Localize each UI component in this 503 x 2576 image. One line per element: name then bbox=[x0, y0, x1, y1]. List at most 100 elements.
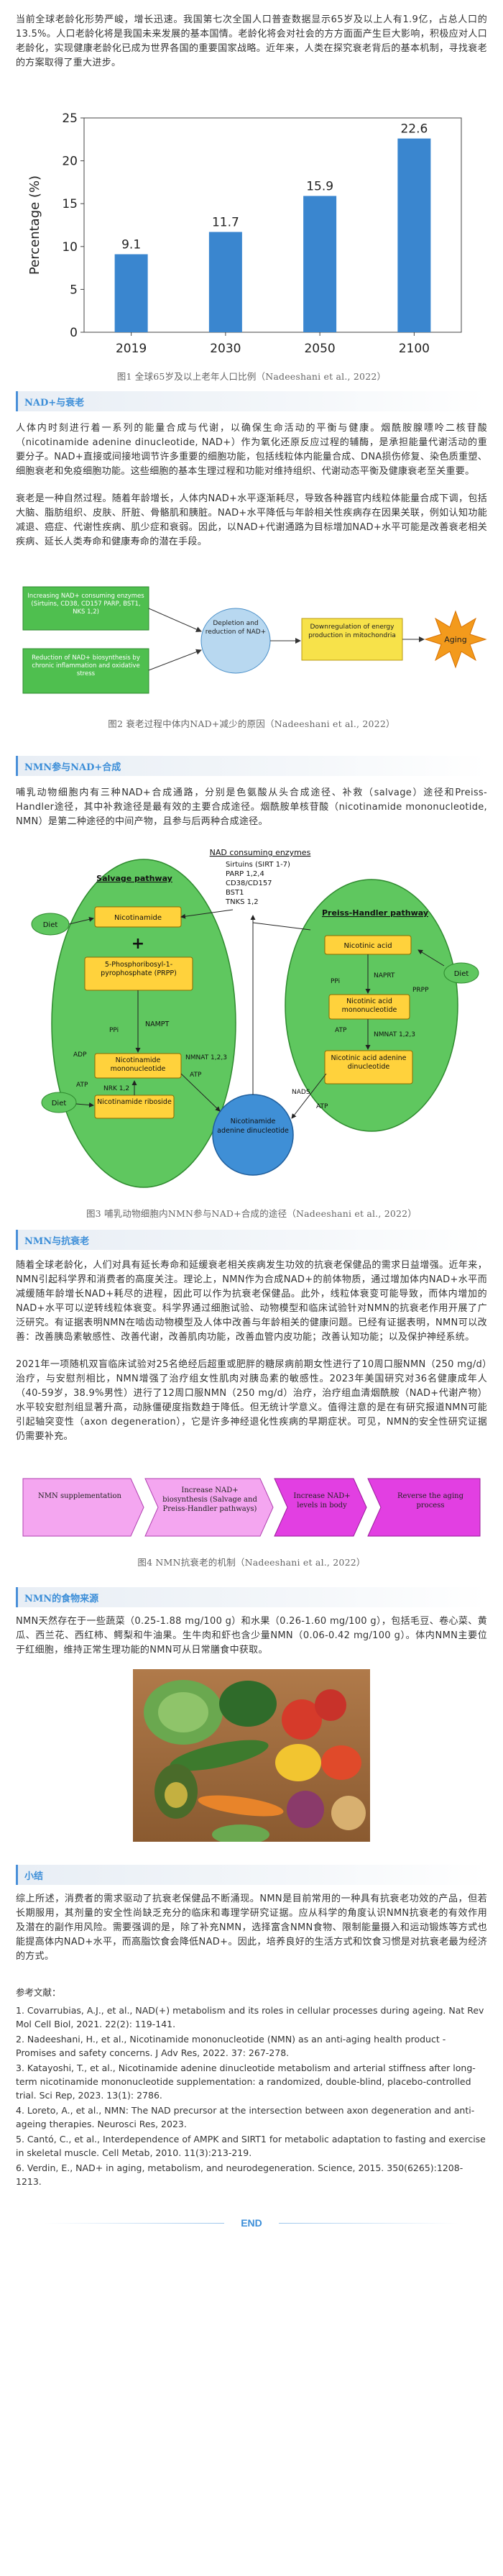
figure2-svg: Increasing NAD+ consuming enzymes (Sirtu… bbox=[22, 586, 487, 694]
x-tick-label: 2100 bbox=[399, 342, 430, 356]
bar-value-label: 22.6 bbox=[400, 122, 428, 137]
onion-icon bbox=[287, 1791, 324, 1828]
enzyme-tnks: TNKS 1,2 bbox=[225, 898, 259, 906]
y-tick-label: 20 bbox=[62, 155, 78, 169]
nampt-label: NAMPT bbox=[145, 1020, 170, 1028]
broccoli-icon bbox=[219, 1681, 277, 1727]
references: 参考文献： 1. Covarrubias, A.J., et al., NAD(… bbox=[16, 1986, 487, 2188]
bar-2100 bbox=[397, 138, 431, 332]
end-marker: END bbox=[16, 2201, 487, 2244]
y-tick-label: 0 bbox=[70, 326, 78, 340]
atp-label-left2: ATP bbox=[76, 1082, 88, 1089]
step3-label: Increase NAD+ levels in body bbox=[293, 1492, 351, 1509]
nad-consuming-box bbox=[22, 586, 149, 631]
reverse-aging-arrow bbox=[367, 1478, 481, 1537]
x-tick-label: 2019 bbox=[116, 342, 147, 356]
ppi-label-right: PPi bbox=[331, 978, 340, 985]
biosynthesis-reduction-label: Reduction of NAD+ biosynthesis by chroni… bbox=[32, 654, 140, 677]
namn-box bbox=[328, 994, 410, 1020]
nads-label: NADS bbox=[292, 1089, 310, 1096]
bar-value-label: 9.1 bbox=[121, 238, 141, 252]
section-header-nmn-antiaging: NMN与抗衰老 bbox=[16, 1230, 487, 1251]
article: 当前全球老龄化形势严峻，增长迅速。我国第七次全国人口普查数据显示65岁及以上人有… bbox=[16, 14, 487, 2244]
prpp-short-label: PRPP bbox=[412, 987, 429, 994]
y-tick-label: 5 bbox=[70, 283, 78, 297]
figure1-caption: 图1 全球65岁及以上老年人口比例（Nadeeshani et al., 202… bbox=[116, 371, 387, 382]
section4-paragraph1: NMN天然存在于一些蔬菜（0.25-1.88 mg/100 g）和水果（0.26… bbox=[16, 1616, 487, 1655]
end-label: END bbox=[241, 2217, 262, 2229]
aging-label: Aging bbox=[444, 635, 467, 644]
section-header-bar bbox=[16, 391, 487, 411]
y-axis-label: Percentage (%) bbox=[27, 175, 42, 275]
nrk-label: NRK 1,2 bbox=[103, 1085, 129, 1092]
biosynthesis-reduction-box bbox=[22, 648, 149, 694]
reference-item: 3. Katayoshi, T., et al., Nicotinamide a… bbox=[16, 2063, 476, 2101]
figure3-caption: 图3 哺乳动物细胞内NMN参与NAD+合成的途径（Nadeeshani et a… bbox=[86, 1208, 417, 1219]
nad-label: Nicotinamide adenine dinucleotide bbox=[217, 1118, 289, 1135]
y-tick-label: 25 bbox=[62, 111, 78, 126]
figure2-diagram: Increasing NAD+ consuming enzymes (Sirtu… bbox=[16, 574, 487, 711]
step1-label: NMN supplementation bbox=[38, 1492, 121, 1500]
bar-2019 bbox=[114, 254, 148, 332]
tomato-icon bbox=[282, 1699, 322, 1740]
section-header-bar bbox=[16, 756, 487, 776]
figure3-svg: NAD consuming enzymes Sirtuins (SIRT 1-7… bbox=[31, 848, 479, 1188]
y-tick-label: 15 bbox=[62, 197, 78, 211]
section-title: NMN参与NAD+合成 bbox=[24, 762, 121, 773]
diet-node-right bbox=[443, 962, 479, 984]
section-header-bar bbox=[16, 1587, 487, 1607]
carrot-icon bbox=[198, 1795, 284, 1817]
energy-downregulation-label: Downregulation of energy production in m… bbox=[308, 624, 396, 639]
atp-label-left1: ATP bbox=[190, 1072, 202, 1079]
references-title: 参考文献： bbox=[16, 1987, 61, 1998]
cucumber-icon bbox=[170, 1740, 269, 1771]
pepper-icon bbox=[275, 1744, 321, 1781]
atp-label-right2: ATP bbox=[316, 1103, 328, 1110]
reference-item: 6. Verdin, E., NAD+ in aging, metabolism… bbox=[16, 2162, 463, 2187]
section-title: NMN的食物来源 bbox=[24, 1594, 99, 1604]
reference-item: 1. Covarrubias, A.J., et al., NAD(+) met… bbox=[16, 2005, 484, 2029]
salvage-pathway-title-text: Salvage pathway bbox=[96, 874, 172, 883]
reference-item: 4. Loreto, A., et al., NMN: The NAD prec… bbox=[16, 2105, 475, 2129]
figure4-diagram: NMN supplementation Increase NAD+ biosyn… bbox=[16, 1464, 487, 1550]
enzyme-bst1: BST1 bbox=[226, 889, 244, 897]
bar-2030 bbox=[208, 232, 242, 332]
section-header-food-source: NMN的食物来源 bbox=[16, 1587, 487, 1609]
plus-sign: + bbox=[131, 935, 144, 953]
diet-label: Diet bbox=[52, 1100, 67, 1107]
adp-label-left1: ADP bbox=[73, 1051, 87, 1059]
plot-frame bbox=[83, 117, 462, 333]
vegetables-illustration bbox=[144, 1680, 366, 1842]
section5-paragraph1: 综上所述，消费者的需求驱动了抗衰老保健品不断涌现。NMN是目前常用的一种具有抗衰… bbox=[16, 1894, 487, 1962]
section-header-nad-aging: NAD+与衰老 bbox=[16, 391, 487, 413]
figure4-caption: 图4 NMN抗衰老的机制（Nadeeshani et al., 2022） bbox=[137, 1557, 366, 1568]
ppi-label-left: PPi bbox=[109, 1027, 119, 1034]
nmnat-right-label: NMNAT 1,2,3 bbox=[374, 1031, 415, 1038]
section-header-bar bbox=[16, 1230, 487, 1250]
naprt-label: NAPRT bbox=[374, 972, 395, 979]
nmnat-left-label: NMNAT 1,2,3 bbox=[185, 1054, 227, 1061]
enzyme-cd38: CD38/CD157 bbox=[226, 880, 272, 887]
diet-label: Diet bbox=[454, 970, 469, 978]
namn-label: Nicotinic acid mononucleotide bbox=[341, 997, 397, 1014]
section-title: 小结 bbox=[24, 1871, 44, 1882]
figure3-diagram: NAD consuming enzymes Sirtuins (SIRT 1-7… bbox=[16, 844, 487, 1203]
section-header-summary: 小结 bbox=[16, 1865, 487, 1886]
nad-depletion-label: Depletion and reduction of NAD+ bbox=[205, 620, 267, 636]
y-tick-label: 10 bbox=[62, 240, 78, 255]
nr-label: Nicotinamide riboside bbox=[97, 1098, 172, 1106]
preiss-handler-title: Preiss-Handler pathway bbox=[322, 908, 428, 918]
biosynthesis-arrow bbox=[144, 1478, 274, 1537]
section3-paragraph1: 随着全球老龄化，人们对具有延长寿命和延缓衰老相关疾病发生功效的抗衰老保健品的需求… bbox=[16, 1260, 487, 1343]
enzyme-parp: PARP 1,2,4 bbox=[226, 870, 264, 878]
diet-node-left-bottom bbox=[41, 1092, 77, 1113]
section1-paragraph1: 人体内时刻进行着一系列的能量合成与代谢，以确保生命活动的平衡与健康。烟酰胺腺嘌呤… bbox=[16, 423, 487, 477]
section2-paragraph1: 哺乳动物细胞内有三种NAD+合成通路，分别是色氨酸从头合成途径、补救（salva… bbox=[16, 787, 487, 827]
end-line-right bbox=[279, 2223, 458, 2224]
nmn-label: Nicotinamide mononucleotide bbox=[110, 1056, 166, 1073]
prpp-label: 5-Phosphoribosyl-1-pyrophosphate (PRPP) bbox=[101, 961, 177, 977]
x-tick-label: 2050 bbox=[304, 342, 335, 356]
reference-item: 2. Nadeeshani, H., et al., Nicotinamide … bbox=[16, 2034, 446, 2058]
energy-downregulation-box bbox=[301, 618, 403, 661]
